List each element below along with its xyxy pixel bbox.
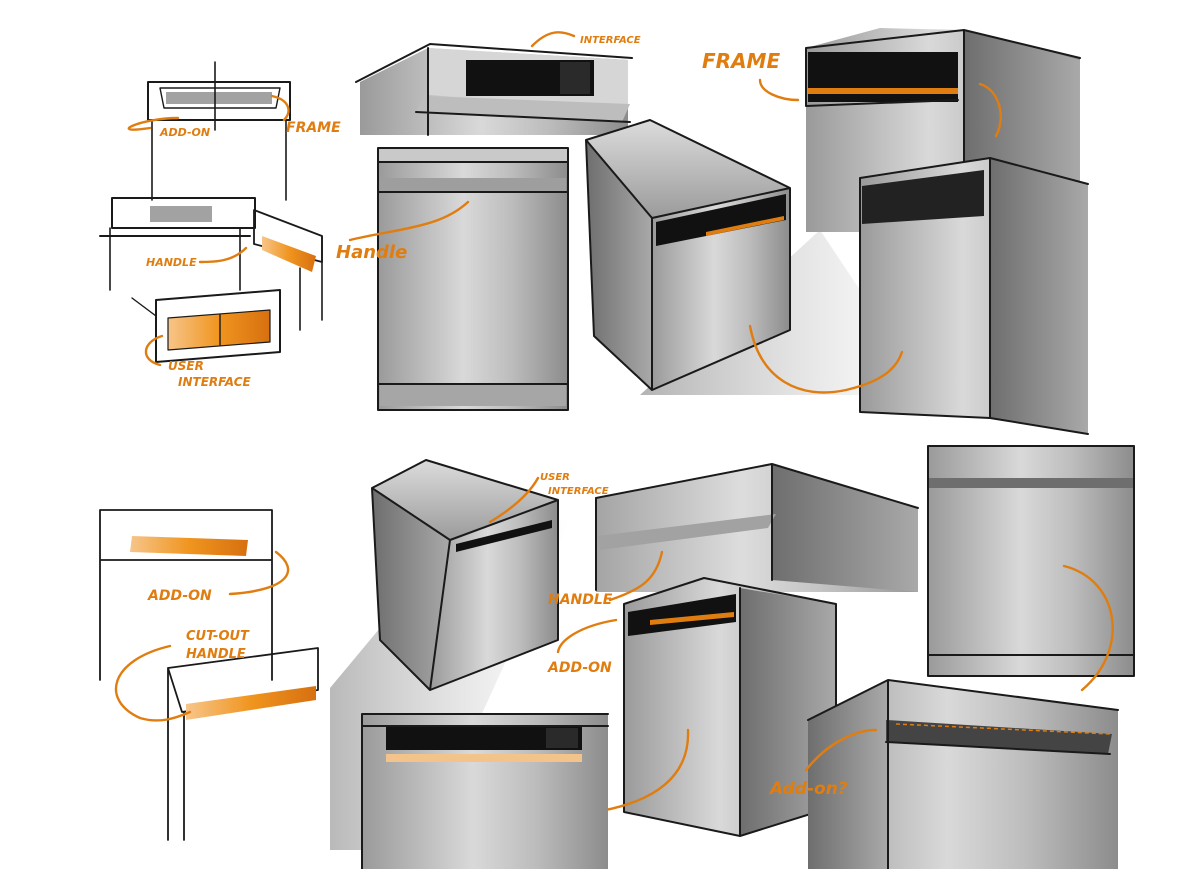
annotation-addon-bottom-left: ADD-ON <box>147 550 290 604</box>
handle-script-label: Handle <box>336 242 407 263</box>
annotation-cutout-handle: CUT-OUT HANDLE <box>114 629 250 722</box>
annotation-addon-small: ADD-ON <box>127 116 210 139</box>
dishwasher-front-view <box>377 147 569 411</box>
cutout-label-2: HANDLE <box>186 647 246 662</box>
interface-top-label: INTERFACE <box>580 35 641 46</box>
dishwasher-interface-crop <box>361 713 609 869</box>
frame-top-label: FRAME <box>702 49 780 73</box>
dishwasher-handle-crop <box>595 463 919 592</box>
dishwasher-addon-crop <box>807 679 1119 869</box>
frame-small-label: FRAME <box>286 120 341 136</box>
addon-question-label: Add-on? <box>768 779 848 799</box>
handle-small-label: HANDLE <box>146 256 197 269</box>
annotation-user-interface-small: USER INTERFACE <box>144 334 252 389</box>
handle-profile-sketch <box>253 209 323 331</box>
dishwasher-top-crop <box>355 43 633 136</box>
handle-bottom-label: HANDLE <box>548 592 613 608</box>
addon-bottom-sketch <box>99 509 273 681</box>
addon-frame-sketch <box>99 61 291 291</box>
user-interface-label-2: INTERFACE <box>178 375 252 389</box>
annotation-handle-script: Handle <box>336 200 470 263</box>
dishwasher-perspective-right <box>748 157 1089 435</box>
dishwasher-perspective-center <box>585 119 930 395</box>
annotation-frame-small: FRAME <box>270 94 341 136</box>
addon-bottom-left-label: ADD-ON <box>147 588 212 604</box>
user-interface-bottom-2: INTERFACE <box>548 486 609 497</box>
annotation-handle-small: HANDLE <box>146 246 248 269</box>
addon-bottom-mid-label: ADD-ON <box>547 660 612 676</box>
annotation-addon-question: Add-on? <box>768 728 878 799</box>
annotation-interface-top: INTERFACE <box>530 31 641 48</box>
cutout-label-1: CUT-OUT <box>186 629 250 644</box>
dishwasher-front-right <box>927 445 1135 692</box>
annotation-addon-bottom-mid: ADD-ON <box>547 618 618 676</box>
annotation-frame-top: FRAME <box>702 49 1002 138</box>
annotation-handle-bottom: HANDLE <box>548 550 664 608</box>
annotation-user-interface-bottom: USER INTERFACE <box>488 472 609 524</box>
user-interface-bottom-1: USER <box>540 472 570 483</box>
user-interface-sketch <box>131 289 281 363</box>
cutout-handle-sketch <box>167 647 319 841</box>
user-interface-label-1: USER <box>168 359 204 373</box>
addon-small-label: ADD-ON <box>159 126 210 139</box>
